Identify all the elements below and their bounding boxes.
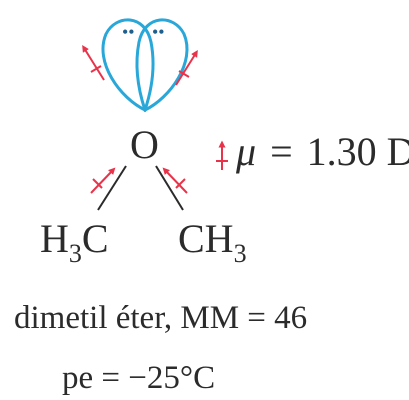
- right-orbital-lobe: [135, 18, 189, 113]
- bond-dipole-arrows: [90, 167, 188, 194]
- dipole-value: 1.30 D: [307, 129, 409, 174]
- left-orbital-lobe: [101, 18, 155, 113]
- compound-name-line: dimetil éter, MM = 46: [14, 300, 307, 336]
- left-lone-pair-dipole-arrow: [82, 45, 105, 81]
- right-bond-dipole-arrow: [162, 167, 188, 194]
- boiling-point-line: pe = −25°C: [62, 360, 215, 396]
- lone-pair-orbitals: •• ••: [101, 18, 189, 113]
- left-c-o-bond: [97, 165, 127, 211]
- left-methyl-c: C: [82, 216, 109, 261]
- left-bond-dipole-arrow: [90, 167, 116, 194]
- lone-pair-dipole-arrows: [82, 45, 198, 86]
- dipole-equals: =: [270, 129, 293, 174]
- right-lone-pair-dots: ••: [152, 22, 165, 42]
- dipole-moment-label: μ = 1.30 D: [235, 129, 409, 174]
- right-methyl-subscript: 3: [234, 239, 247, 268]
- right-lone-pair-dipole-cross: [178, 70, 190, 78]
- left-lone-pair-dots: ••: [122, 22, 135, 42]
- right-bond-dipole-cross: [175, 178, 186, 189]
- right-c-o-bond: [155, 165, 184, 211]
- right-methyl-group: CH3: [178, 216, 247, 268]
- left-methyl-group: H3C: [40, 216, 109, 268]
- oxygen-atom: O: [130, 122, 159, 167]
- net-dipole: μ = 1.30 D: [216, 129, 409, 174]
- mu-symbol: μ: [235, 129, 256, 174]
- left-methyl-subscript: 3: [69, 239, 82, 268]
- right-lone-pair-dipole-arrow: [175, 50, 198, 86]
- left-bond-dipole-cross: [92, 178, 103, 189]
- left-methyl-h: H: [40, 216, 69, 261]
- left-lone-pair-dipole-cross: [90, 65, 102, 73]
- right-methyl-ch: CH: [178, 216, 234, 261]
